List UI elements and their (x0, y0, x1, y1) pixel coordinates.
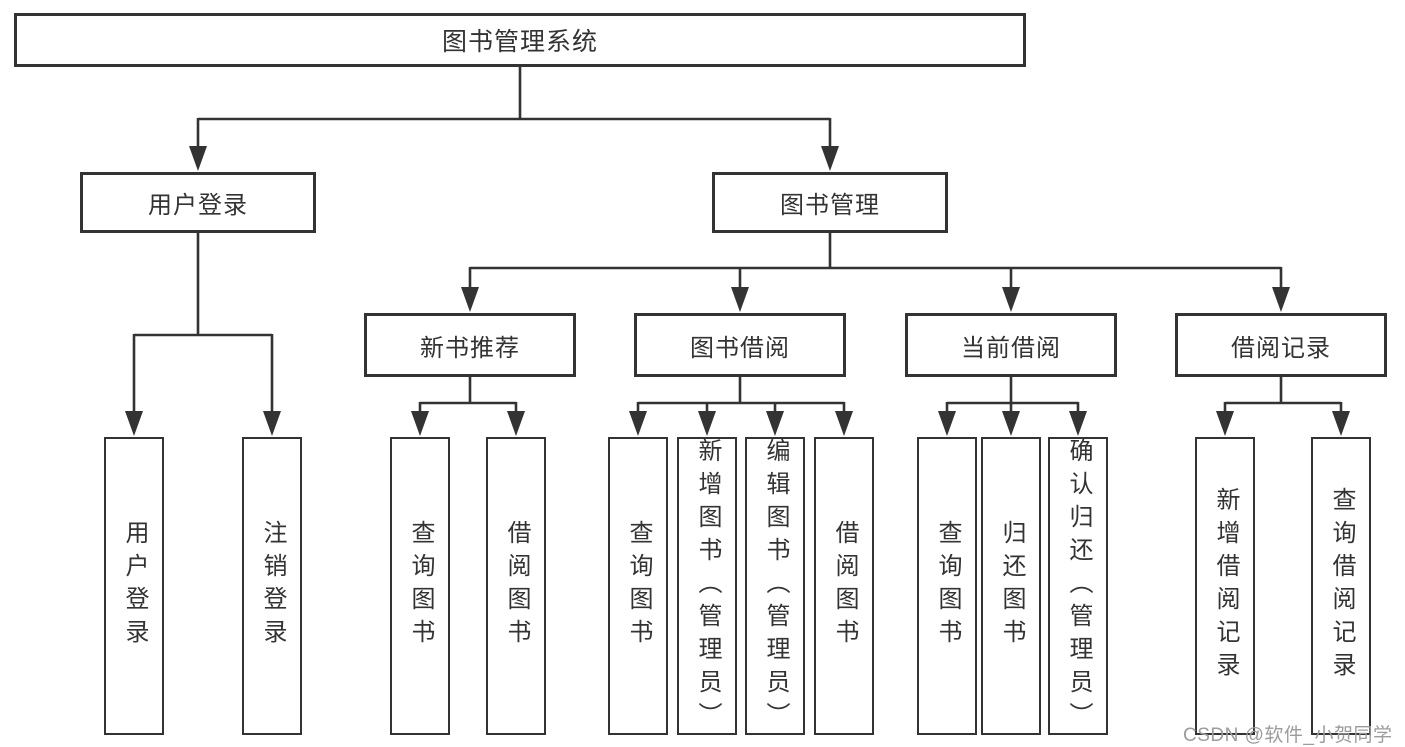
leaf-recommend-query-books-label: 查询图书 (407, 520, 434, 652)
connector-current-to-leaves (938, 377, 1087, 436)
node-current-borrowing: 当前借阅 (905, 313, 1117, 377)
arrow-down-icon (938, 411, 956, 436)
node-new-book-recommend: 新书推荐 (364, 313, 576, 377)
arrow-down-icon (1272, 287, 1290, 312)
leaf-borrowing-edit-books-admin-label: 编辑图书（管理员） (762, 437, 789, 735)
leaf-recommend-borrow-books-label: 借阅图书 (503, 520, 530, 652)
connector-mgmt-to-level3 (461, 233, 1290, 312)
node-book-management-label: 图书管理 (780, 192, 880, 219)
watermark-csdn: CSDN @软件_小贺同学 (1183, 725, 1393, 746)
arrow-down-icon (766, 411, 784, 436)
leaf-current-return-books-label: 归还图书 (998, 520, 1025, 652)
leaf-current-return-books: 归还图书 (981, 437, 1041, 735)
node-book-management: 图书管理 (712, 172, 948, 233)
leaf-borrowing-borrow-books: 借阅图书 (814, 437, 874, 735)
arrow-down-icon (1332, 411, 1350, 436)
leaf-borrowing-query-books: 查询图书 (608, 437, 668, 735)
leaf-current-confirm-return-admin: 确认归还（管理员） (1048, 437, 1108, 735)
arrow-down-icon (263, 411, 281, 436)
leaf-current-query-books-label: 查询图书 (934, 520, 961, 652)
arrow-down-icon (731, 287, 749, 312)
leaf-current-query-books: 查询图书 (917, 437, 977, 735)
arrow-down-icon (411, 411, 429, 436)
arrow-down-icon (189, 146, 207, 171)
leaf-borrowing-edit-books-admin: 编辑图书（管理员） (745, 437, 805, 735)
leaf-records-add-record-label: 新增借阅记录 (1212, 487, 1239, 685)
leaf-records-query-record-label: 查询借阅记录 (1328, 487, 1355, 685)
node-new-book-recommend-label: 新书推荐 (420, 334, 520, 362)
node-current-borrowing-label: 当前借阅 (961, 334, 1061, 362)
arrow-down-icon (821, 146, 839, 171)
arrow-down-icon (125, 411, 143, 436)
arrow-down-icon (1002, 411, 1020, 436)
leaf-user-login-label: 用户登录 (121, 520, 148, 652)
node-library-system-label: 图书管理系统 (441, 28, 598, 56)
leaf-records-add-record: 新增借阅记录 (1195, 437, 1255, 735)
arrow-down-icon (461, 287, 479, 312)
connector-recommend-to-leaves (411, 377, 525, 436)
node-user-login: 用户登录 (80, 172, 316, 233)
leaf-current-confirm-return-admin-label: 确认归还（管理员） (1065, 437, 1092, 735)
connector-login-to-leaves (125, 233, 281, 436)
leaf-records-query-record: 查询借阅记录 (1311, 437, 1371, 735)
leaf-user-login: 用户登录 (104, 437, 164, 735)
node-book-borrowing-label: 图书借阅 (690, 334, 790, 362)
node-book-borrowing: 图书借阅 (634, 313, 846, 377)
connector-borrowing-to-leaves (629, 377, 853, 436)
leaf-recommend-query-books: 查询图书 (390, 437, 450, 735)
arrow-down-icon (1069, 411, 1087, 436)
arrow-down-icon (1216, 411, 1234, 436)
leaf-logout-label: 注销登录 (259, 520, 286, 652)
connector-records-to-leaves (1216, 377, 1350, 436)
node-borrowing-records: 借阅记录 (1175, 313, 1387, 377)
arrow-down-icon (835, 411, 853, 436)
arrow-down-icon (507, 411, 525, 436)
leaf-borrowing-query-books-label: 查询图书 (625, 520, 652, 652)
node-borrowing-records-label: 借阅记录 (1231, 334, 1331, 362)
arrow-down-icon (1002, 287, 1020, 312)
leaf-logout: 注销登录 (242, 437, 302, 735)
connector-root-to-level2 (189, 67, 839, 171)
leaf-borrowing-add-books-admin: 新增图书（管理员） (677, 437, 737, 735)
leaf-borrowing-borrow-books-label: 借阅图书 (831, 520, 858, 652)
leaf-recommend-borrow-books: 借阅图书 (486, 437, 546, 735)
node-user-login-label: 用户登录 (148, 192, 248, 219)
node-library-system: 图书管理系统 (14, 13, 1026, 67)
arrow-down-icon (698, 411, 716, 436)
leaf-borrowing-add-books-admin-label: 新增图书（管理员） (694, 437, 721, 735)
arrow-down-icon (629, 411, 647, 436)
